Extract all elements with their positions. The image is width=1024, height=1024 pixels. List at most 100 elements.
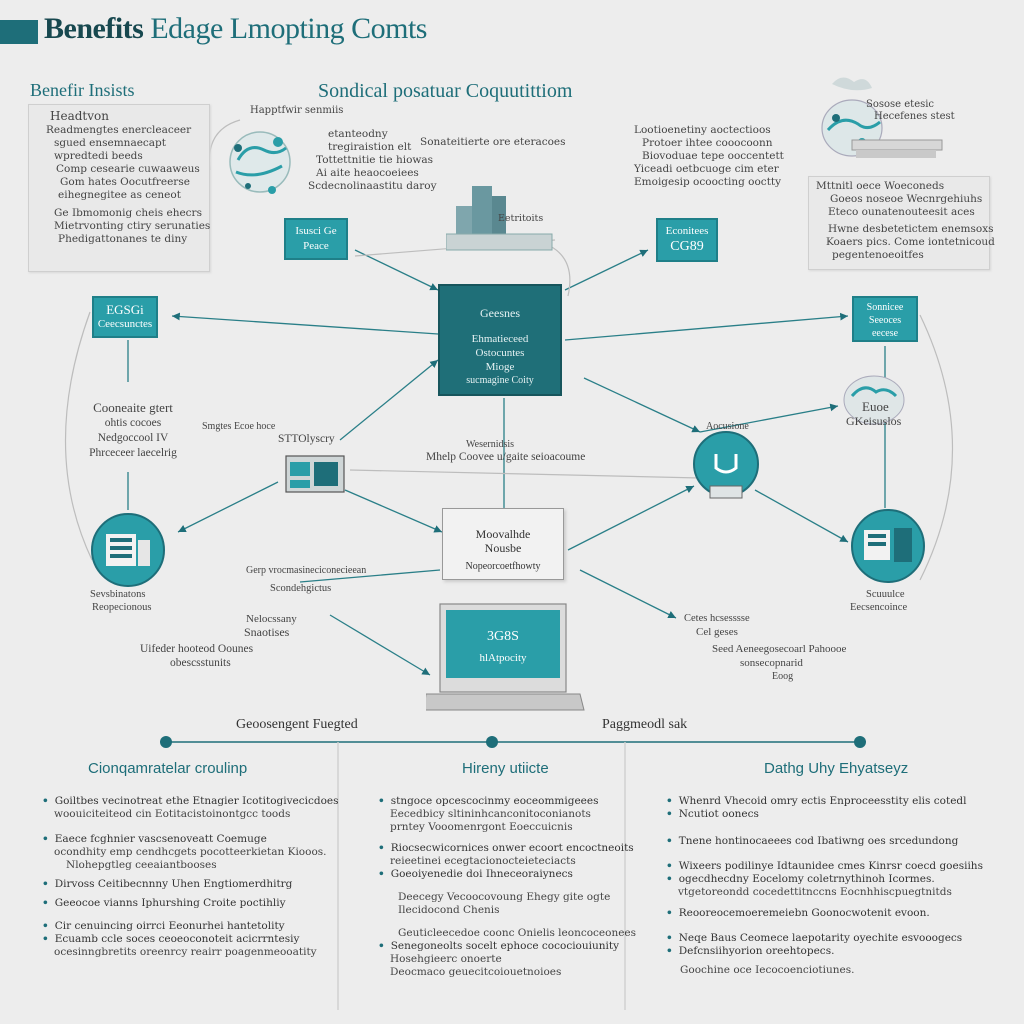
right-icon-caption: GKeisuslos <box>846 414 902 428</box>
lower-right-label: Cetes hcsesssse <box>684 613 750 624</box>
list-item: Senegoneolts socelt ephoce cocociouiunit… <box>378 940 620 953</box>
column-3: Dathg Uhy Ehyatseyz Whenrd Vhecoid omry … <box>660 760 1000 1015</box>
lower-right-caption: Seed Aeneegosecoarl Pahoooe <box>712 643 847 655</box>
list-item: Nlohepgtleg ceeaiantbooses <box>66 859 217 871</box>
lower-left2-label: Uifeder hooteod Oounes <box>140 643 254 655</box>
node-box-left-top: Isusci Ge Peace <box>284 218 348 260</box>
list-item: reieetinei ecegtacionocteieteciacts <box>390 855 576 867</box>
column-3-heading: Dathg Uhy Ehyatseyz <box>764 760 909 777</box>
list-item: Hosehgieerc onoerte <box>390 953 502 965</box>
right-circle-subcaption: Eecsencoince <box>850 602 908 613</box>
list-item: Protoer ihtee cooocoonn <box>642 137 773 149</box>
under-mid-left-caption: Scondehgictus <box>270 583 332 594</box>
list-item: Dirvoss Ceitibecnnny Uhen Engtiomerdhitr… <box>42 878 328 891</box>
node-box-far-right: Sonnicee Seeoces eecese <box>852 296 918 342</box>
list-item: ocondhity emp cendhcgets pocotteerkietan… <box>54 846 327 858</box>
list-item: tregiraistion elt <box>328 141 412 153</box>
list-item: Goeoiyenedie doi Ihneceoraiynecs <box>378 868 620 881</box>
list-item: Wixeers podilinye Idtaunidee cmes Kinrsr… <box>666 860 1000 873</box>
top-right-text: Lootioenetiny aoctectioos Protoer ihtee … <box>634 124 784 189</box>
timeline-label-right: Paggmeodl sak <box>602 717 688 732</box>
globe-network-icon <box>229 131 291 194</box>
right-panel-icon-label: Sosose etesic <box>866 99 935 110</box>
list-item: Ge Ibmomonig cheis ehecrs <box>54 207 202 219</box>
list-item: stngoce opcescocinmy eoceommigeees <box>378 795 620 808</box>
column-2: Hireny utiicte stngoce opcescocinmy eoce… <box>370 760 637 1015</box>
list-item: Goeos noseoe Wecnrgehiuhs <box>830 193 983 205</box>
list-item: Lootioenetiny aoctectioos <box>634 124 771 136</box>
list-item: Goochine oce Iecocoenciotiunes. <box>680 964 855 976</box>
list-item: etanteodny <box>328 128 388 140</box>
list-item: Ai aite heaocoeiees <box>316 167 419 179</box>
lower-right-caption3: Eoog <box>772 671 794 682</box>
list-item: wpredtedi beeds <box>54 150 143 162</box>
list-item: Readmengtes enercleaceer <box>46 124 192 136</box>
list-item: woouiciteiteod cin Eotitacistoinontgcc t… <box>54 808 291 820</box>
list-item: Ilecidocond Chenis <box>398 904 500 916</box>
left-panel-subheading: Headtvon <box>50 109 109 123</box>
list-item: Mietrvonting ctiry serunaties <box>54 220 211 232</box>
laptop-screen-text: 3G8S hlAtpocity <box>479 629 527 664</box>
list-item: Whenrd Vhecoid omry ectis Enproceesstity… <box>666 795 1000 808</box>
title-accent-bar <box>0 20 38 44</box>
list-item: Phedigattonanes te diny <box>58 233 188 245</box>
right-panel-lines: Mttnitl oece Woeconeds Goeos noseoe Wecn… <box>816 180 995 262</box>
lower-left-label: Nelocssany <box>246 613 297 625</box>
list-item: pegentenoeoitfes <box>832 249 924 261</box>
right-info-panel <box>808 176 990 270</box>
server-label: Eetritoits <box>498 213 544 224</box>
list-item: Geeocoe vianns Iphurshing Croite poctihl… <box>42 897 328 910</box>
data-center-circle-icon <box>91 513 165 587</box>
right-icon-label: Aocusione <box>706 421 749 432</box>
server-rack-icon <box>446 186 553 251</box>
list-item: Eecedbicy sltininhcanconitoconianots <box>390 808 591 820</box>
list-item: vtgetoreondd cocedettitnccns Eocnhhiscpu… <box>678 886 952 898</box>
router-label: Smgtes Ecoe hoce <box>202 421 276 432</box>
lower-left-caption: Snaotises <box>244 625 290 639</box>
list-item: Deecegy Vecoocovoung Ehegy gite ogte <box>398 891 611 903</box>
list-item: prntey Vooomenrgont Eoeccuicnis <box>390 821 573 833</box>
column-1-bullets: Goiltbes vecinotreat ethe Etnagier Icoti… <box>28 795 339 959</box>
list-item: Comp cesearie cuwaaweus <box>56 163 200 175</box>
left-panel-heading: Benefir Insists <box>30 80 135 100</box>
top-mid-text: Sonateitierte ore eteracoes <box>420 136 566 148</box>
list-item: Hwne desbetetictem enemsoxs <box>828 223 994 235</box>
list-item: ogecdhecdny Eocelomy coletrnythinoh Icor… <box>666 873 1000 886</box>
left-mid-text: Cooneaite gtert ohtis cocoes Nedgoccool … <box>89 400 177 459</box>
right-panel-icon-sub: Hecefenes stest <box>874 111 955 122</box>
list-item: Defcnsiihyorion oreehtopecs. <box>666 945 1000 958</box>
list-item: Riocsecwicornices onwer ecoort encoctneo… <box>378 842 634 855</box>
list-item: Deocmaco geuecitcoiouetnoioes <box>390 966 562 978</box>
column-1-heading: Cionqamratelar croulinp <box>88 760 248 777</box>
list-item: Geuticleecedoe coonc Onielis leoncoceone… <box>398 927 637 939</box>
timeline-label-left: Geoosengent Fuegted <box>236 717 358 732</box>
central-hub-box: Geesnes Ehmatieceed Ostocuntes Mioge suc… <box>438 284 562 396</box>
lower-right-sublabel: Cel geses <box>696 626 738 638</box>
column-2-bullets: stngoce opcescocinmy eoceommigeees Eeced… <box>370 795 637 979</box>
edge-node-box: Moovalhde Nousbe Nopeorcoetfhowty <box>442 508 564 580</box>
top-left-cluster-lines: etanteodny tregiraistion elt Tottettniti… <box>300 128 437 193</box>
top-left-cluster-label: Happtfwir senmiis <box>250 105 344 116</box>
list-item: Ecuamb ccle soces ceoeoconoteit acicrrnt… <box>42 933 328 946</box>
right-circle-caption: Scuuulce <box>866 589 905 600</box>
router-sublabel: STTOlyscry <box>278 433 335 445</box>
center-mid-label: Wesernidsis <box>466 439 515 450</box>
right-icon-title: Euoe <box>862 399 889 414</box>
router-device-icon <box>285 455 345 493</box>
list-item: Biovoduae tepe ooccentett <box>642 150 784 162</box>
center-heading: Sondical posatuar Coquutittiom <box>318 80 573 102</box>
iot-circle-icon <box>851 509 925 583</box>
lower-right-caption2: sonsecopnarid <box>740 657 803 669</box>
list-item: ocesinngbretits oreenrcy reairr poagenme… <box>54 946 317 958</box>
column-3-bullets: Whenrd Vhecoid omry ectis Enproceesstity… <box>660 795 1000 977</box>
node-box-right-top: Econitees CG89 <box>656 218 718 262</box>
node-box-far-left: EGSGi Ceecsunctes <box>92 296 158 338</box>
list-item: Cir cenuincing oirrci Eeonurhei hantetol… <box>42 920 328 933</box>
list-item: Koaers pics. Come iontetnicoud <box>826 236 995 248</box>
column-2-heading: Hireny utiicte <box>462 760 549 777</box>
left-panel-lines: Readmengtes enercleaceer sgued ensemnaec… <box>46 124 210 246</box>
laptop-icon <box>426 603 585 711</box>
list-item: Tnene hontinocaeees cod Ibatiwng oes src… <box>666 835 1000 848</box>
list-item: sgued ensemnaecapt <box>54 137 166 149</box>
